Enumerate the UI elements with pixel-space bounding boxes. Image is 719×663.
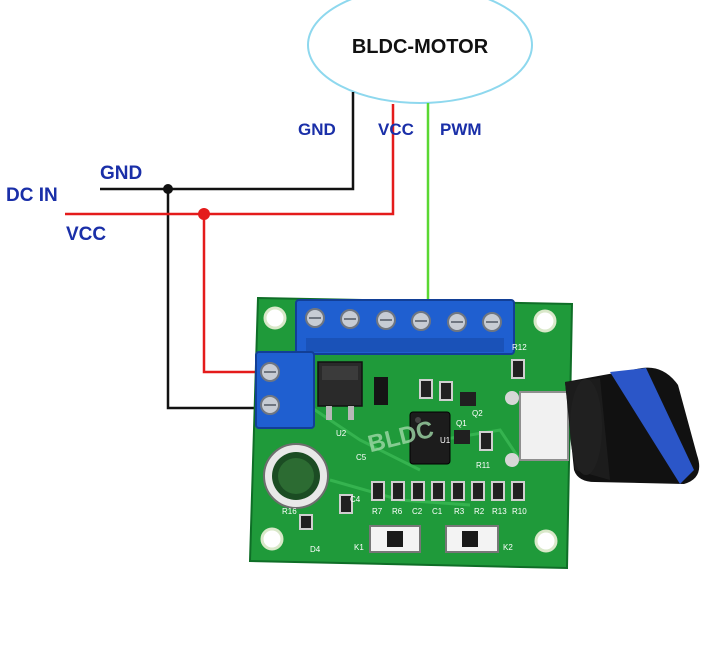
label-motor-gnd: GND — [298, 120, 336, 139]
silk-r7: R7 — [372, 507, 383, 516]
wire-vcc-to-terminal — [202, 214, 262, 374]
silk-d4: D4 — [310, 545, 321, 554]
silk-r13: R13 — [492, 507, 507, 516]
mount-hole-tl — [263, 306, 287, 330]
silk-r12: R12 — [512, 343, 527, 352]
vcc-junction — [198, 208, 210, 220]
potentiometer — [505, 391, 569, 467]
silk-r6: R6 — [392, 507, 403, 516]
potentiometer-knob[interactable] — [565, 367, 700, 484]
regulator-u2 — [317, 361, 363, 420]
silk-c5: C5 — [356, 453, 367, 462]
electrolytic-capacitor — [263, 443, 329, 509]
wire-motor-gnd — [100, 92, 355, 191]
silk-u2: U2 — [336, 429, 347, 438]
mount-hole-bl — [260, 527, 284, 551]
label-dc-in: DC IN — [6, 185, 58, 206]
smd-row — [299, 359, 525, 530]
silk-c1: C1 — [432, 507, 443, 516]
ic-u1 — [409, 411, 451, 465]
label-vcc-in: VCC — [66, 224, 106, 245]
label-gnd-in: GND — [100, 163, 142, 184]
terminal-block-power — [255, 351, 315, 429]
transistor-q1 — [454, 430, 470, 444]
silk-k1: K1 — [354, 543, 364, 552]
mount-hole-tr — [533, 309, 557, 333]
silk-r16: R16 — [282, 507, 297, 516]
switch-k2[interactable] — [445, 525, 499, 553]
wire-motor-vcc — [65, 104, 395, 216]
silk-c4: C4 — [350, 495, 361, 504]
motor-label: BLDC-MOTOR — [352, 36, 489, 58]
silk-k2: K2 — [503, 543, 513, 552]
switch-k1[interactable] — [369, 525, 421, 553]
motor-outline — [307, 0, 533, 104]
mount-hole-br — [534, 529, 558, 553]
wire-labels: DC IN GND VCC GND VCC PWM — [6, 120, 482, 245]
silk-r2: R2 — [474, 507, 485, 516]
terminal-body-power — [255, 351, 315, 429]
silk-q2: Q2 — [472, 409, 483, 418]
silk-r3: R3 — [454, 507, 465, 516]
terminal-block-motor — [295, 299, 515, 355]
label-motor-vcc: VCC — [378, 120, 414, 139]
silk-c2: C2 — [412, 507, 423, 516]
wire-gnd-to-terminal — [166, 189, 262, 410]
motor: BLDC-MOTOR — [307, 0, 533, 104]
wires — [65, 92, 430, 410]
label-motor-pwm: PWM — [440, 120, 482, 139]
silk-r11: R11 — [476, 461, 491, 470]
silk-r10: R10 — [512, 507, 527, 516]
silk-q1: Q1 — [456, 419, 467, 428]
silk-u1: U1 — [440, 436, 451, 445]
silkscreen: U2 R12 Q1 Q2 U1 C5 R11 C4 R16 D4 R7 R6 C… — [282, 343, 527, 554]
gnd-junction — [163, 184, 173, 194]
diode — [374, 377, 388, 405]
transistor-q2 — [460, 392, 476, 406]
pcb-board: U2 R12 Q1 Q2 U1 C5 R11 C4 R16 D4 R7 R6 C… — [248, 296, 574, 570]
